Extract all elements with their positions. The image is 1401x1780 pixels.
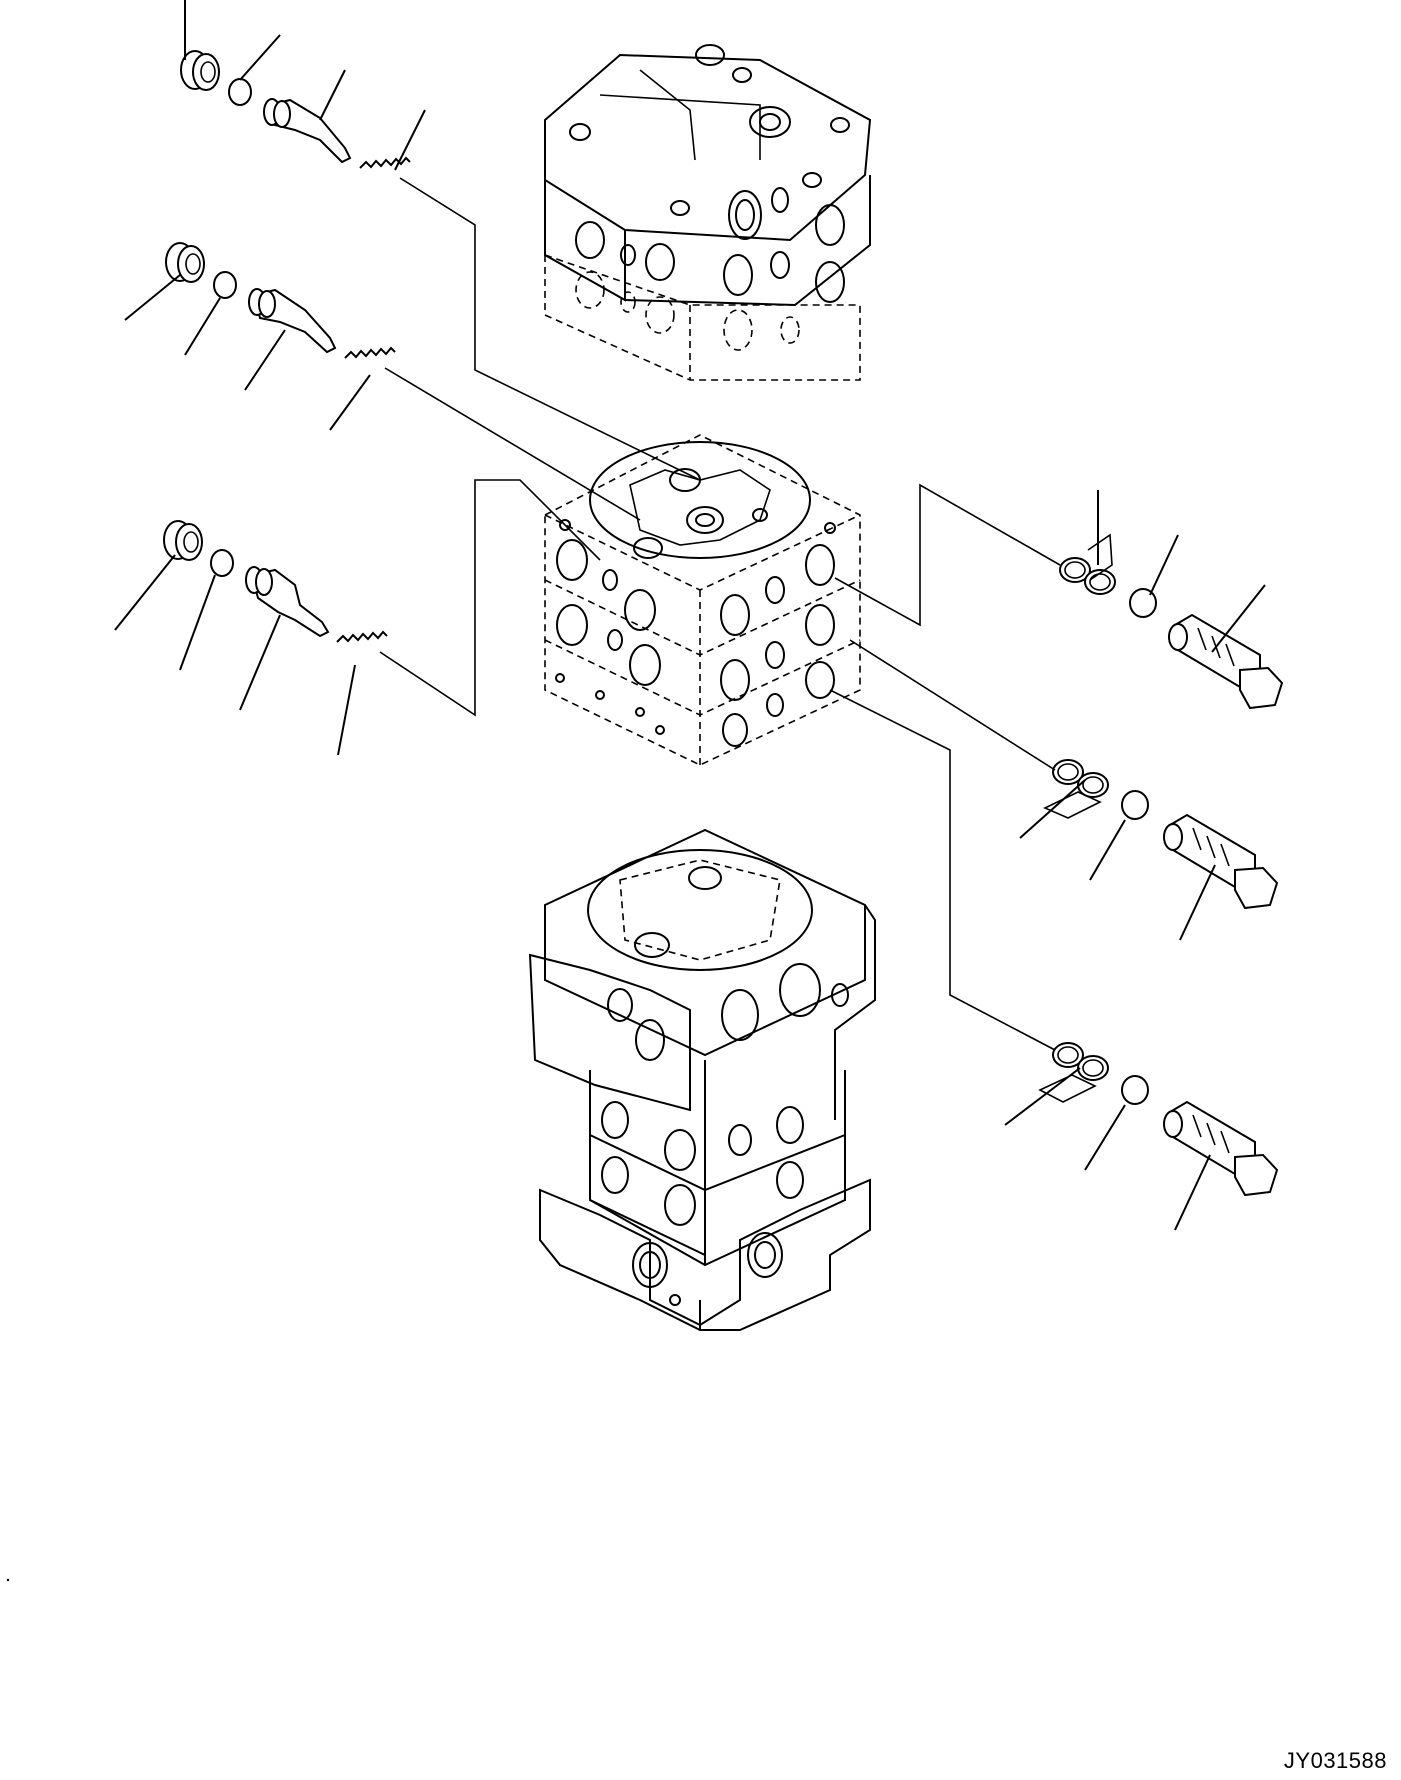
lower-valve-assembly — [528, 828, 876, 1331]
spool-assembly-3 — [163, 520, 388, 643]
spool-assembly-2 — [165, 242, 396, 359]
drawing-id-label: JY031588 — [1283, 1748, 1387, 1773]
spool-assembly-1 — [180, 50, 411, 169]
relief-valve-2 — [1052, 759, 1279, 910]
relief-valve-1 — [1059, 557, 1284, 710]
relief-valve-3 — [1052, 1042, 1279, 1197]
upper-valve-block — [544, 44, 872, 381]
middle-valve-block — [544, 434, 861, 766]
stray-dot-mark — [6, 1578, 10, 1582]
shim-indicators — [1038, 533, 1113, 1103]
assembly-leader-lines — [379, 177, 1061, 1051]
